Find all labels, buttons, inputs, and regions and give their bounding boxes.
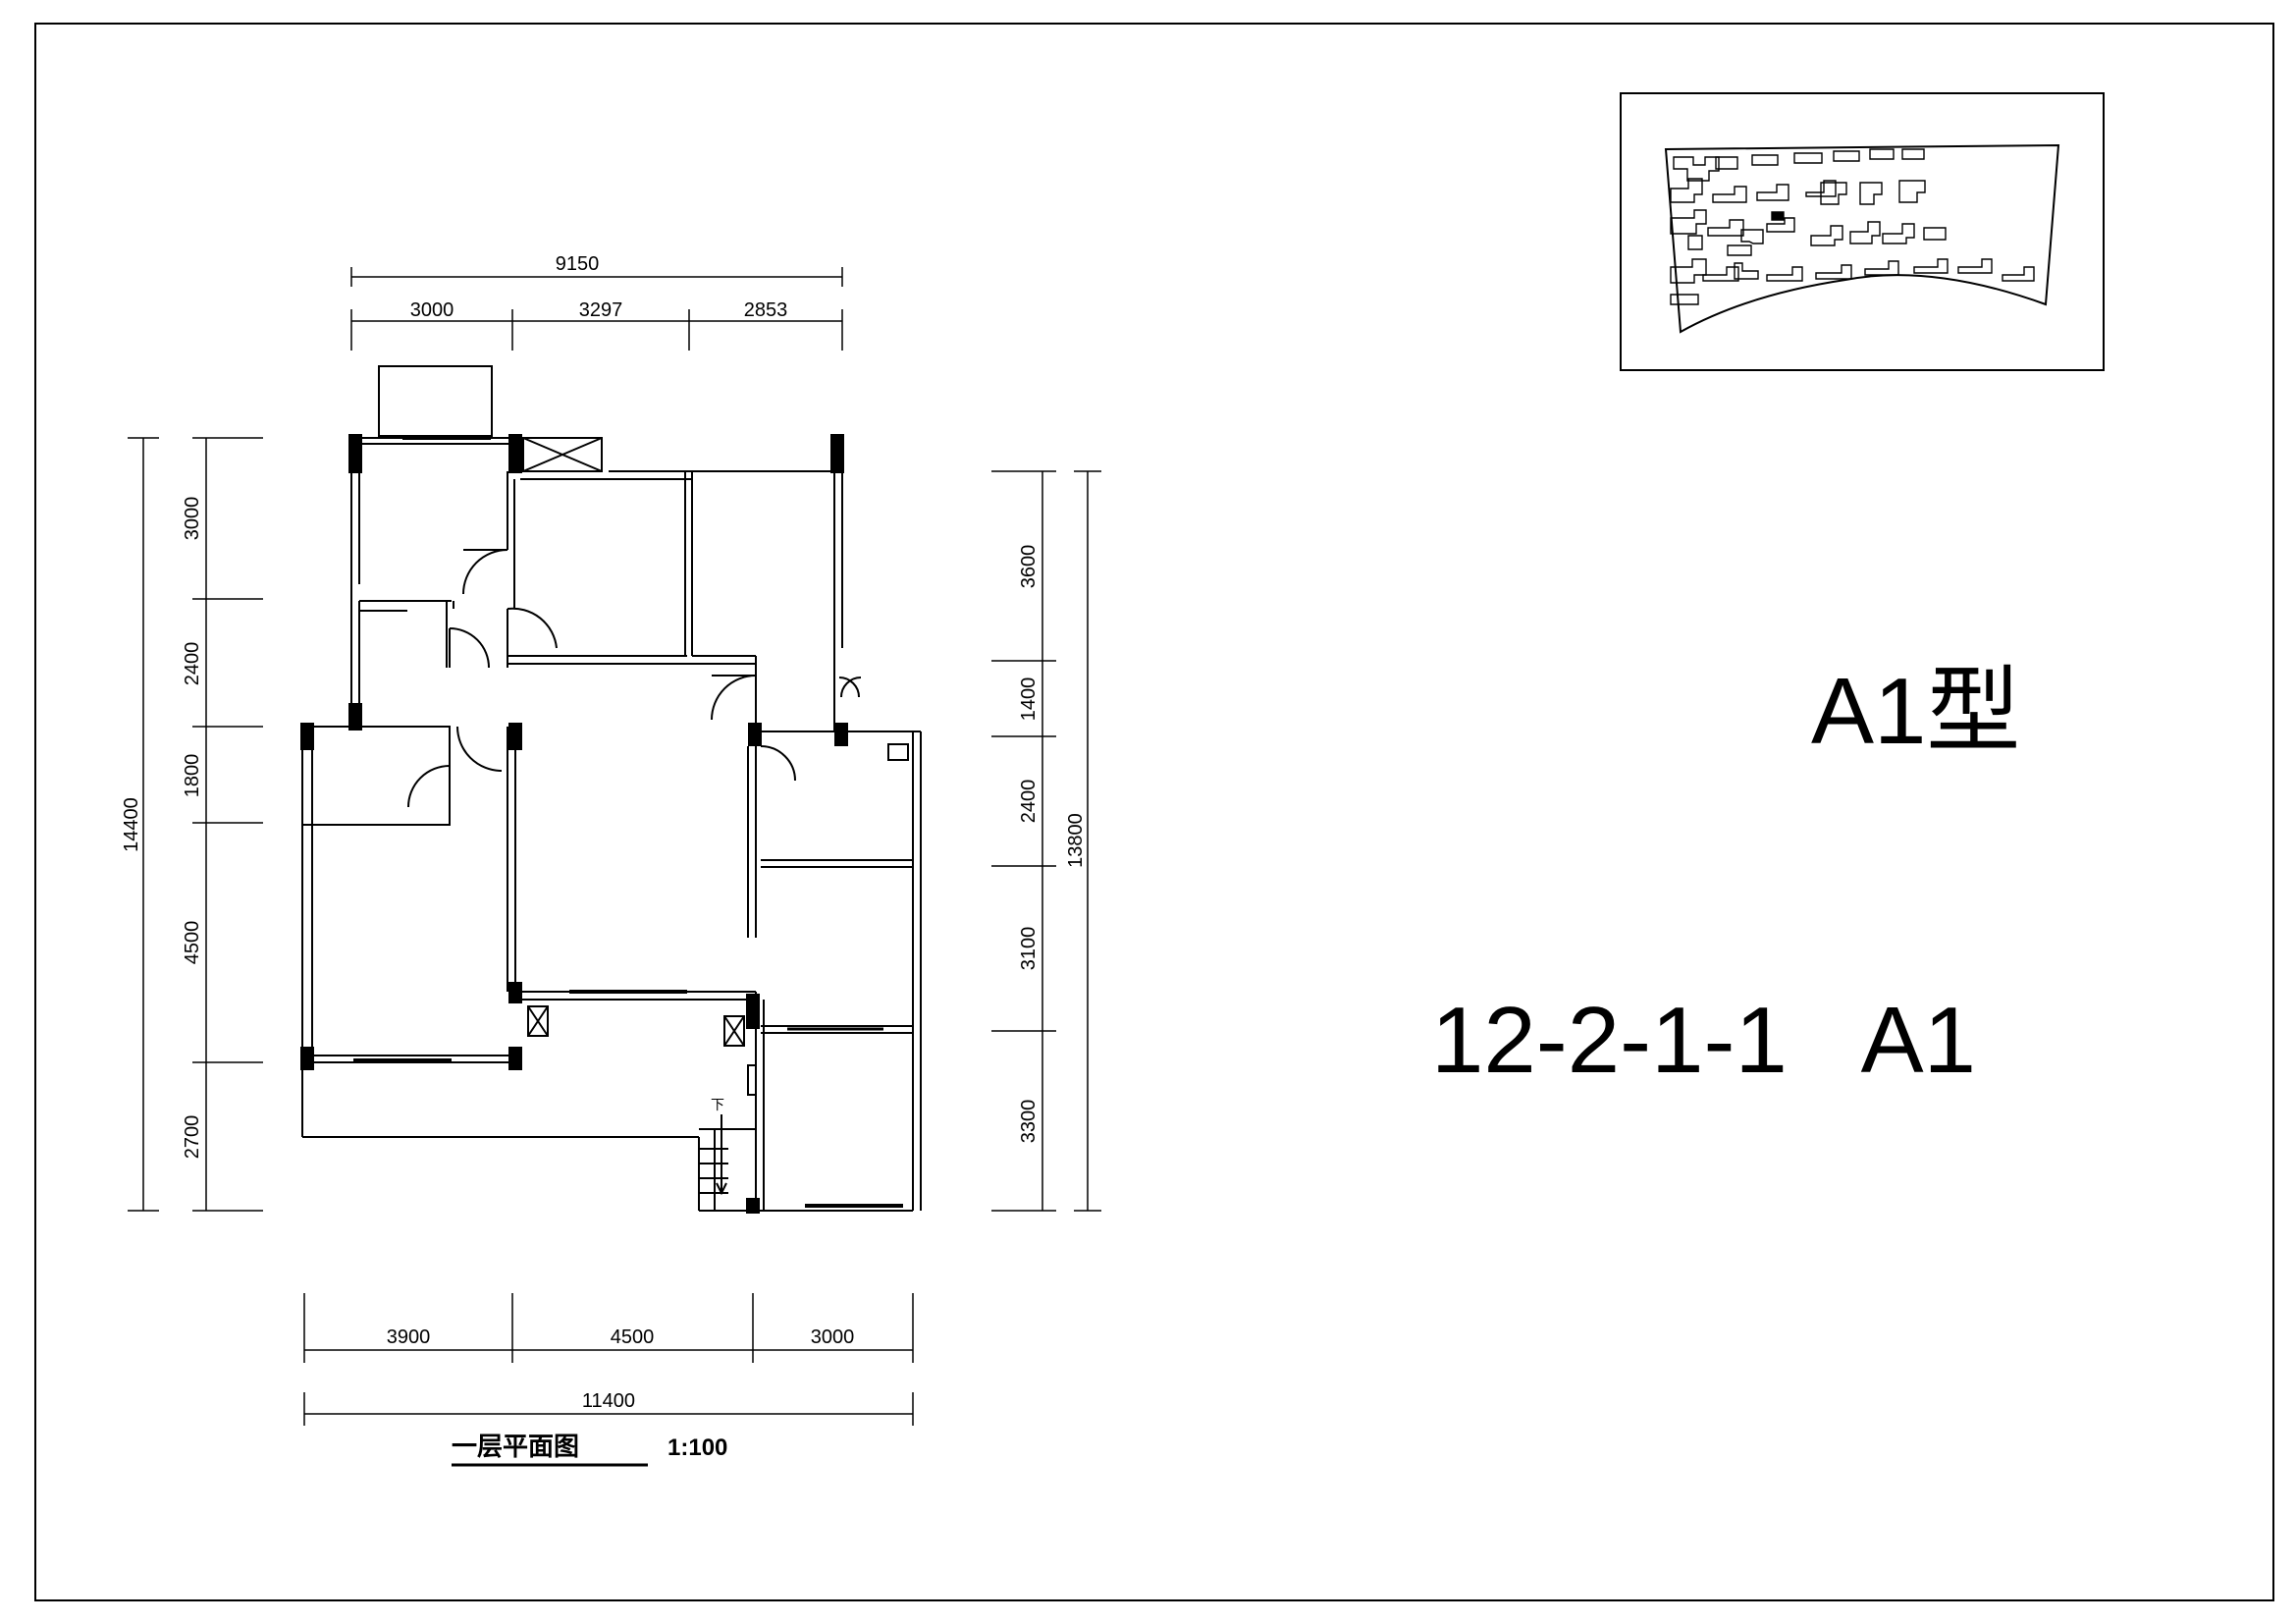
floor-plan xyxy=(301,365,922,1212)
dim-top-2: 3297 xyxy=(579,299,623,321)
dim-left-5: 2700 xyxy=(182,1115,203,1160)
site-key-map xyxy=(1620,92,2105,371)
structural-columns xyxy=(300,434,848,1214)
plan-caption: 一层平面图 xyxy=(452,1433,579,1462)
dimension-lines xyxy=(128,267,1101,1426)
plan-scale: 1:100 xyxy=(667,1435,727,1461)
dim-bottom-1: 3900 xyxy=(387,1326,431,1348)
dim-top-total: 9150 xyxy=(556,253,600,275)
dim-right-4: 3100 xyxy=(1018,927,1040,971)
unit-code: 12-2-1-1 A1 xyxy=(1431,988,1976,1093)
dim-bottom-3: 3000 xyxy=(811,1326,855,1348)
dim-right-5: 3300 xyxy=(1018,1100,1040,1144)
dim-right-3: 2400 xyxy=(1018,780,1040,824)
dimension-texts: 9150 3000 3297 2853 3900 4500 3000 11400… xyxy=(121,253,1087,1412)
type-title: A1型 xyxy=(1811,659,2020,764)
dim-right-2: 1400 xyxy=(1018,677,1040,722)
stair-down-mark: 下 xyxy=(711,1098,724,1113)
sheet-border xyxy=(34,23,2274,1601)
dim-top-1: 3000 xyxy=(410,299,454,321)
dim-left-3: 1800 xyxy=(182,754,203,798)
dim-left-1: 3000 xyxy=(182,497,203,541)
dim-right-total: 13800 xyxy=(1065,813,1087,868)
dim-bottom-total: 11400 xyxy=(582,1390,635,1412)
dim-left-total: 14400 xyxy=(121,797,142,852)
dim-bottom-2: 4500 xyxy=(611,1326,655,1348)
dim-left-2: 2400 xyxy=(182,642,203,686)
dim-left-4: 4500 xyxy=(182,921,203,965)
dim-right-1: 3600 xyxy=(1018,545,1040,589)
dim-top-3: 2853 xyxy=(744,299,788,321)
